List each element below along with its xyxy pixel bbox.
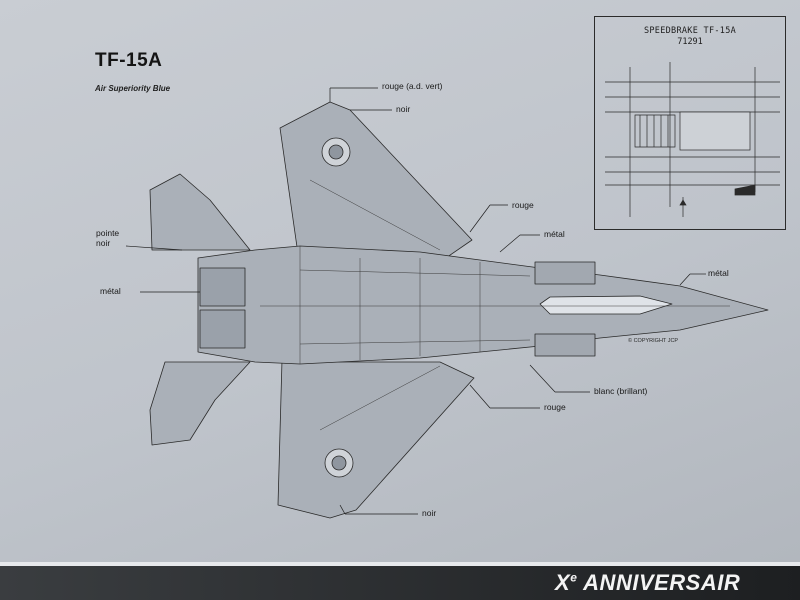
roundel-lower-inner (331, 455, 347, 471)
intake-upper (534, 261, 596, 285)
fuselage (197, 245, 769, 365)
roundel-upper-inner (328, 144, 344, 160)
nozzle-upper (199, 267, 246, 307)
color-scheme-subtitle: Air Superiority Blue (95, 84, 171, 93)
callout-pointe-line2: noir (96, 238, 111, 248)
inset-number: 71291 (677, 37, 703, 47)
bottom-banner: Xe ANNIVERSAIR (0, 562, 800, 600)
canopy (539, 295, 673, 315)
nozzle-lower (199, 309, 246, 349)
page-title: TF-15A (95, 50, 163, 71)
callout-noir-top: noir (396, 104, 411, 114)
inset-title: SPEEDBRAKE TF-15A (643, 26, 737, 36)
speedbrake-inset: SPEEDBRAKE TF-15A 71291 (594, 16, 786, 230)
callout-rouge-wing: rouge (512, 200, 534, 210)
anniversary-banner-text: Xe ANNIVERSAIR (555, 570, 741, 595)
aircraft-drawing (125, 87, 769, 519)
callout-blanc-brillant: blanc (brillant) (594, 386, 648, 396)
panel-lines (260, 179, 730, 431)
lower-tailplane (149, 361, 251, 446)
callout-rouge-ad-vert: rouge (a.d. vert) (382, 81, 443, 91)
lower-wing (277, 359, 475, 519)
leader-lines (125, 87, 706, 515)
callout-pointe-line1: pointe (96, 228, 120, 238)
intake-lower (534, 333, 596, 357)
callout-rouge-lower: rouge (544, 402, 566, 412)
callout-noir-bottom: noir (422, 508, 437, 518)
speedbrake-detail-drawing (605, 62, 780, 217)
copyright-note: © COPYRIGHT JCP (628, 338, 679, 344)
callout-metal-nose: métal (708, 268, 729, 278)
paper-sheet: TF-15A Air Superiority Blue rouge (a.d. … (0, 0, 800, 562)
callout-metal-left: métal (100, 286, 121, 296)
callout-metal-top: métal (544, 229, 565, 239)
upper-wing (279, 101, 473, 269)
upper-tailplane (149, 173, 251, 251)
